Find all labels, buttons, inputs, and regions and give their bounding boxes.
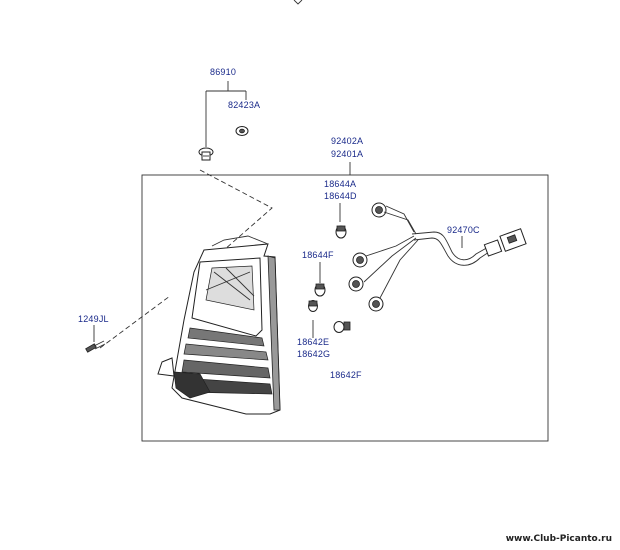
part-label-18644a: 18644A <box>324 179 357 189</box>
screw-86910 <box>198 147 214 161</box>
part-label-18642f: 18642F <box>330 370 362 380</box>
part-label-18642e: 18642E <box>297 337 330 347</box>
part-label-82423a: 82423A <box>228 100 261 110</box>
part-label-92470c: 92470C <box>447 225 480 235</box>
assembly-frame <box>141 174 549 442</box>
wiring-harness <box>363 205 527 299</box>
part-label-1249jl: 1249JL <box>78 314 109 324</box>
install-dashes <box>99 169 273 349</box>
screw-1249jl <box>85 340 106 353</box>
part-label-86910: 86910 <box>210 67 237 77</box>
part-label-18644d: 18644D <box>324 191 357 201</box>
watermark: www.Club-Picanto.ru <box>505 534 612 544</box>
grommet-82423a <box>235 126 249 136</box>
bulb-18642f <box>333 321 351 333</box>
part-label-18644f: 18644F <box>302 250 334 260</box>
top-crop-mark <box>293 0 303 5</box>
bulb-18644f <box>314 283 326 297</box>
bulb-18644a <box>335 225 347 239</box>
part-label-92402a: 92402A <box>331 136 364 146</box>
part-label-92401a: 92401A <box>331 149 364 159</box>
sockets <box>348 202 387 312</box>
bulb-18642e <box>308 300 318 312</box>
lamp-housing <box>157 235 281 415</box>
leader-lines <box>93 81 463 342</box>
part-label-18642g: 18642G <box>297 349 331 359</box>
